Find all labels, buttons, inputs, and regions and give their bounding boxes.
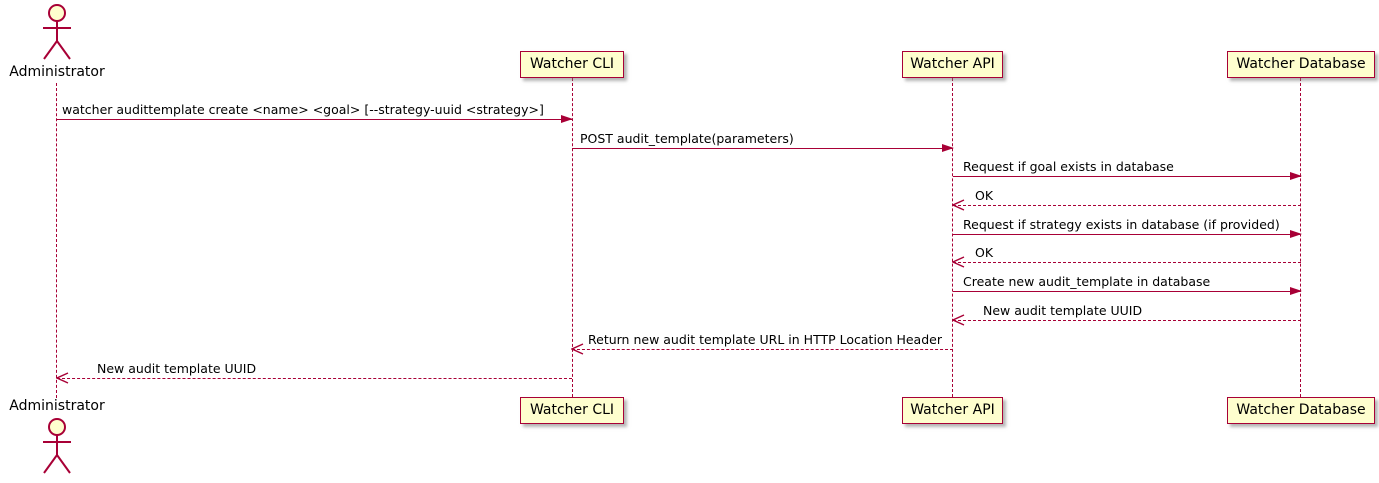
arrowhead-icon <box>942 144 954 152</box>
message-label: Request if strategy exists in database (… <box>963 217 1280 232</box>
message-label: Request if goal exists in database <box>963 159 1174 174</box>
participant-box-watcher-api: Watcher API <box>902 51 1003 78</box>
message-label: New audit template UUID <box>97 361 257 376</box>
arrowhead-icon <box>1290 287 1302 295</box>
lifeline-watcher-api <box>952 78 953 397</box>
message-label: OK <box>975 188 994 203</box>
message-line <box>572 148 953 149</box>
arrowhead-icon <box>952 256 965 268</box>
arrowhead-icon <box>952 314 965 326</box>
lifeline-watcher-cli <box>572 78 573 397</box>
message-line <box>953 320 1301 321</box>
arrowhead-icon <box>56 372 69 384</box>
message-line <box>57 378 572 379</box>
arrowhead-icon <box>1290 172 1302 180</box>
message-label: Create new audit_template in database <box>963 274 1211 289</box>
arrowhead-icon <box>1290 230 1302 238</box>
message-line <box>953 291 1301 292</box>
message-line <box>953 262 1301 263</box>
participant-box-watcher-api-bottom: Watcher API <box>902 397 1003 424</box>
actor-label-bottom: Administrator <box>9 398 105 414</box>
message-label: Return new audit template URL in HTTP Lo… <box>588 332 942 347</box>
message-line <box>953 176 1301 177</box>
arrowhead-icon <box>561 115 573 123</box>
message-label: New audit template UUID <box>983 303 1143 318</box>
message-label: watcher audittemplate create <name> <goa… <box>62 102 544 117</box>
actor-icon <box>43 4 71 60</box>
message-line <box>572 349 953 350</box>
message-line <box>953 205 1301 206</box>
arrowhead-icon <box>952 199 965 211</box>
message-label: POST audit_template(parameters) <box>580 131 794 146</box>
actor-icon-bottom <box>43 418 71 474</box>
message-line <box>57 119 572 120</box>
arrowhead-icon <box>571 343 584 355</box>
actor-label: Administrator <box>9 64 105 80</box>
message-label: OK <box>975 245 994 260</box>
participant-box-watcher-cli-bottom: Watcher CLI <box>520 397 624 424</box>
participant-box-watcher-cli: Watcher CLI <box>520 51 624 78</box>
message-line <box>953 234 1301 235</box>
participant-box-watcher-database-bottom: Watcher Database <box>1227 397 1375 424</box>
participant-box-watcher-database: Watcher Database <box>1227 51 1375 78</box>
lifeline-administrator <box>56 83 57 398</box>
